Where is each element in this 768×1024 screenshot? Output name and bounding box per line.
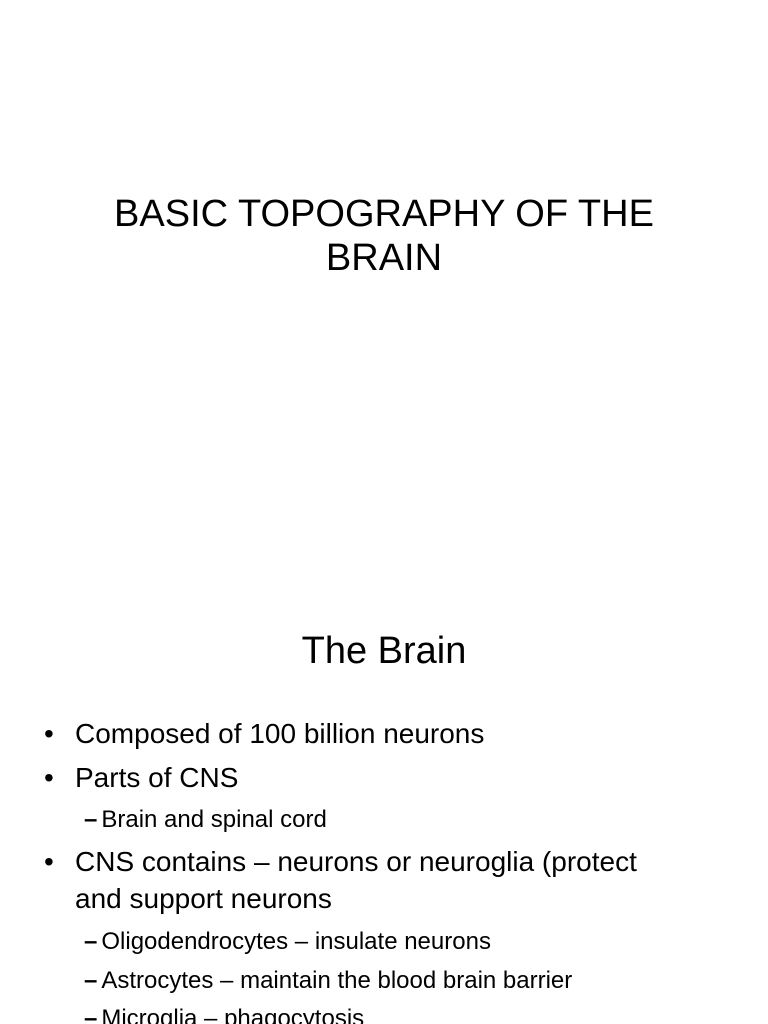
- bullet-text: Parts of CNS: [75, 762, 239, 793]
- sub-bullet-text: Brain and spinal cord: [101, 806, 327, 833]
- sub-bullet-item: –Microglia – phagocytosis: [84, 1004, 364, 1024]
- slide-1: BASIC TOPOGRAPHY OF THE BRAIN: [60, 192, 708, 280]
- sub-bullet-marker: –: [84, 967, 98, 994]
- sub-bullet-marker: –: [84, 928, 98, 955]
- title-line-1: BASIC TOPOGRAPHY OF THE: [114, 193, 654, 235]
- slide-title: The Brain: [301, 630, 467, 672]
- sub-bullet-item: –Brain and spinal cord: [84, 805, 327, 835]
- title-line-2: BRAIN: [325, 237, 443, 279]
- bullet-marker: •: [44, 718, 54, 749]
- bullet-marker: •: [44, 762, 54, 793]
- bullet-text: Composed of 100 billion neurons: [75, 718, 485, 749]
- bullet-marker: •: [44, 846, 54, 877]
- sub-bullet-text: Oligodendrocytes – insulate neurons: [101, 928, 491, 955]
- sub-bullet-marker: –: [84, 806, 98, 833]
- sub-bullet-text: Astrocytes – maintain the blood brain ba…: [101, 967, 573, 994]
- bullet-text-line-2: and support neurons: [75, 883, 332, 914]
- bullet-text-line-1: CNS contains – neurons or neuroglia (pro…: [75, 846, 637, 877]
- slide-title: BASIC TOPOGRAPHY OF THE BRAIN: [60, 192, 708, 280]
- sub-bullet-item: –Astrocytes – maintain the blood brain b…: [84, 966, 572, 996]
- sub-bullet-item: –Oligodendrocytes – insulate neurons: [84, 927, 491, 957]
- slide-2: The Brain • Composed of 100 billion neur…: [0, 576, 768, 1024]
- sub-bullet-marker: –: [84, 1005, 98, 1024]
- sub-bullet-text: Microglia – phagocytosis: [101, 1005, 365, 1024]
